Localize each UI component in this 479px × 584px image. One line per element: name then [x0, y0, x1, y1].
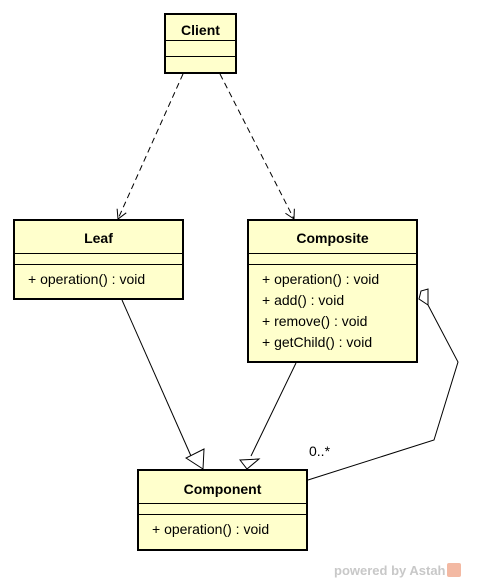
operation: + getChild() : void [262, 334, 373, 350]
aggregation-multiplicity: 0..* [309, 443, 331, 459]
class-client[interactable]: Client [164, 13, 237, 74]
aggregation-component-composite [307, 304, 459, 481]
class-composite-attributes [249, 254, 416, 265]
class-component-attributes [139, 504, 306, 515]
class-client-name: Client [166, 15, 235, 41]
class-leaf-name: Leaf [15, 221, 182, 254]
generalization-composite-component-line [250, 362, 297, 457]
operation: + operation() : void [262, 271, 380, 287]
class-component-operations: + operation() : void [139, 515, 306, 540]
operation: + operation() : void [28, 271, 146, 287]
class-client-attributes [166, 41, 235, 57]
aggregation-diamond [418, 288, 429, 306]
class-leaf-attributes [15, 254, 182, 265]
class-composite[interactable]: Composite + operation() : void + add() :… [247, 219, 418, 363]
watermark-text: powered by Astah [334, 563, 446, 578]
generalization-leaf-component-line [121, 299, 192, 457]
operation: + operation() : void [152, 521, 270, 537]
generalization-composite-component-head [239, 458, 261, 470]
generalization-leaf-component-head [184, 448, 205, 470]
watermark: powered by Astah [334, 561, 462, 581]
class-leaf[interactable]: Leaf + operation() : void [13, 219, 184, 300]
operation: + add() : void [262, 292, 345, 308]
astah-logo-icon [447, 563, 462, 577]
dependency-client-composite [219, 73, 295, 220]
dependency-client-leaf [116, 73, 184, 220]
class-leaf-operations: + operation() : void [15, 265, 182, 290]
class-component[interactable]: Component + operation() : void [137, 469, 308, 551]
class-component-name: Component [139, 471, 306, 504]
class-composite-name: Composite [249, 221, 416, 254]
operation: + remove() : void [262, 313, 368, 329]
class-composite-operations: + operation() : void + add() : void + re… [249, 265, 416, 353]
